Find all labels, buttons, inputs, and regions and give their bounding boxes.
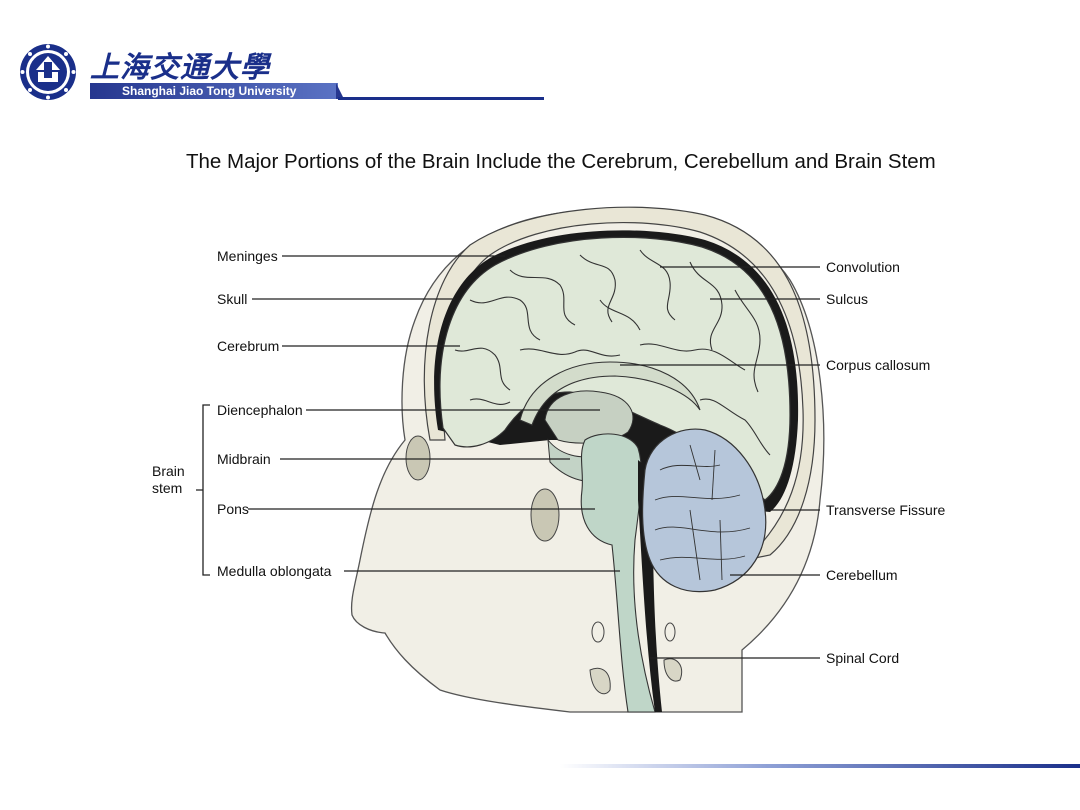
label-sulcus: Sulcus (826, 291, 868, 307)
sinus-1 (405, 435, 431, 481)
cerebellum-shape (641, 428, 767, 593)
university-name-en: Shanghai Jiao Tong University (122, 84, 297, 98)
gyri-lines (454, 249, 771, 456)
vertebra-4 (663, 658, 683, 682)
vertebra-2 (664, 622, 676, 642)
label-brain-stem-line2: stem (152, 480, 182, 496)
label-transverse-fissure: Transverse Fissure (826, 502, 946, 518)
figure-title: The Major Portions of the Brain Include … (186, 150, 936, 173)
logo-band (90, 83, 338, 99)
label-midbrain: Midbrain (217, 451, 271, 467)
cerebellum-folia (654, 444, 751, 581)
label-medulla-oblongata: Medulla oblongata (217, 563, 332, 579)
vertebra-3 (589, 667, 611, 695)
brain-stem-bracket (196, 404, 210, 576)
label-convolution: Convolution (826, 259, 900, 275)
logo-band-tip (336, 83, 344, 99)
label-skull: Skull (217, 291, 247, 307)
header-divider (338, 97, 544, 100)
vertebra-1 (591, 621, 605, 643)
label-spinal-cord: Spinal Cord (826, 650, 899, 666)
label-meninges: Meninges (217, 248, 278, 264)
label-pons: Pons (217, 501, 249, 517)
university-seal-icon (20, 44, 76, 100)
label-brain-stem-line1: Brain (152, 463, 185, 479)
left-leader-lines (248, 255, 620, 572)
corpus-callosum (519, 361, 701, 426)
brain-stem (580, 433, 656, 713)
label-diencephalon: Diencephalon (217, 402, 303, 418)
sinus-2 (530, 488, 560, 542)
right-leader-lines (620, 266, 820, 659)
footer-divider (560, 764, 1080, 768)
label-cerebellum: Cerebellum (826, 567, 898, 583)
label-cerebrum: Cerebrum (217, 338, 279, 354)
university-name-cn: 上海交通大學 (90, 50, 271, 84)
label-corpus-callosum: Corpus callosum (826, 357, 930, 373)
